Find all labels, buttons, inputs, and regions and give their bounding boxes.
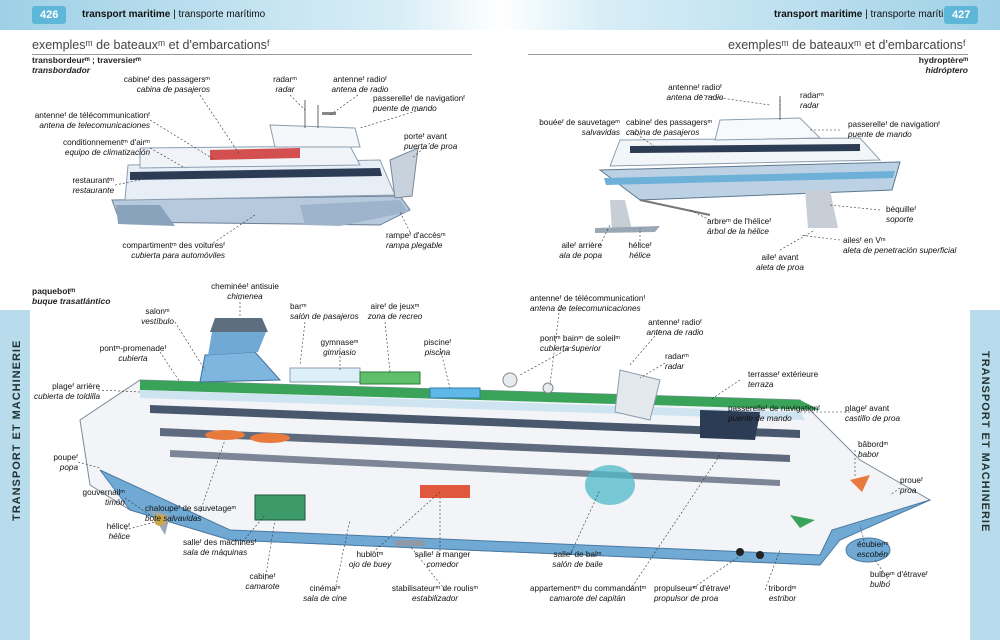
- liner-illustration: [79, 318, 932, 566]
- header-title-left: transport maritime | transporte marítimo: [82, 9, 266, 20]
- ferry-illustration: [111, 100, 419, 226]
- page-number-left: 426: [32, 6, 67, 24]
- section-title-left: exemplesᵐ de bateauxᵐ et d'embarcationsᶠ: [32, 38, 270, 52]
- divider-right: [528, 54, 968, 55]
- page-header-band: [0, 0, 1000, 30]
- header-title-right: transport maritime | transporte marítimo: [774, 9, 958, 20]
- section-title-right: exemplesᵐ de bateauxᵐ et d'embarcationsᶠ: [728, 38, 966, 52]
- hydrofoil-illustration: [595, 96, 901, 233]
- sidebar-right: [970, 310, 1000, 640]
- sidebar-left: [0, 310, 30, 640]
- divider-left: [32, 54, 472, 55]
- page-number-right: 427: [944, 6, 979, 24]
